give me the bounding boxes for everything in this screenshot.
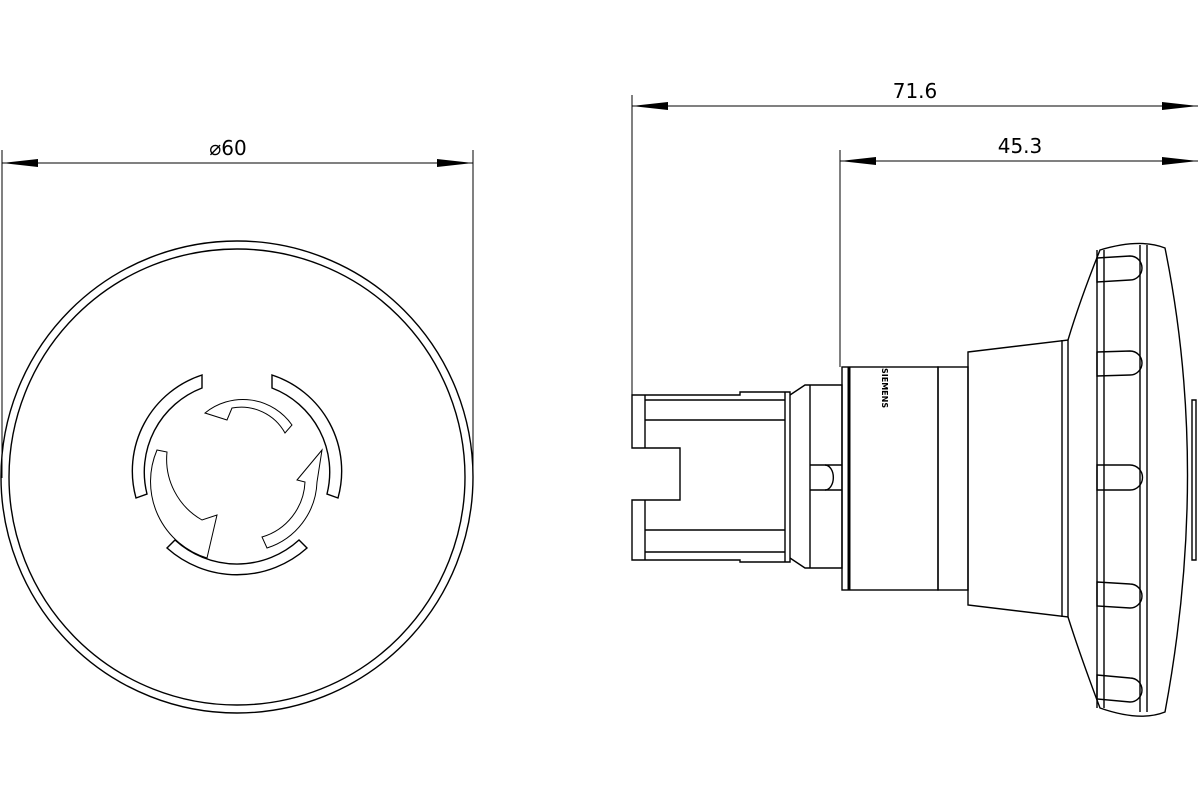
grip-nubs xyxy=(1096,255,1144,703)
front-view: ⌀60 xyxy=(0,136,474,714)
overall-length-label: 71.6 xyxy=(893,79,938,103)
ring-segment-right xyxy=(271,374,343,499)
svg-text:SIEMENS: SIEMENS xyxy=(880,368,889,408)
mounting-nut xyxy=(789,384,843,569)
collar-cone xyxy=(967,339,1069,618)
ring-segment-left xyxy=(131,374,203,499)
mushroom-inner-circle xyxy=(8,248,466,706)
rear-adapter xyxy=(631,391,791,563)
front-length-label: 45.3 xyxy=(998,134,1043,158)
side-view: 71.6 45.3 SIEMENS xyxy=(631,79,1198,717)
rotate-arrow-right xyxy=(261,448,323,549)
mushroom-outer-circle xyxy=(0,240,474,714)
twist-release-symbol xyxy=(131,374,343,576)
actuator-body: SIEMENS xyxy=(841,366,969,591)
rotate-arrow-left xyxy=(150,449,218,559)
diameter-label: ⌀60 xyxy=(209,136,247,160)
rotate-arrow-top xyxy=(203,399,293,434)
mushroom-head xyxy=(1067,242,1197,717)
ring-segment-bottom xyxy=(165,539,309,576)
siemens-logo: SIEMENS xyxy=(880,368,889,408)
